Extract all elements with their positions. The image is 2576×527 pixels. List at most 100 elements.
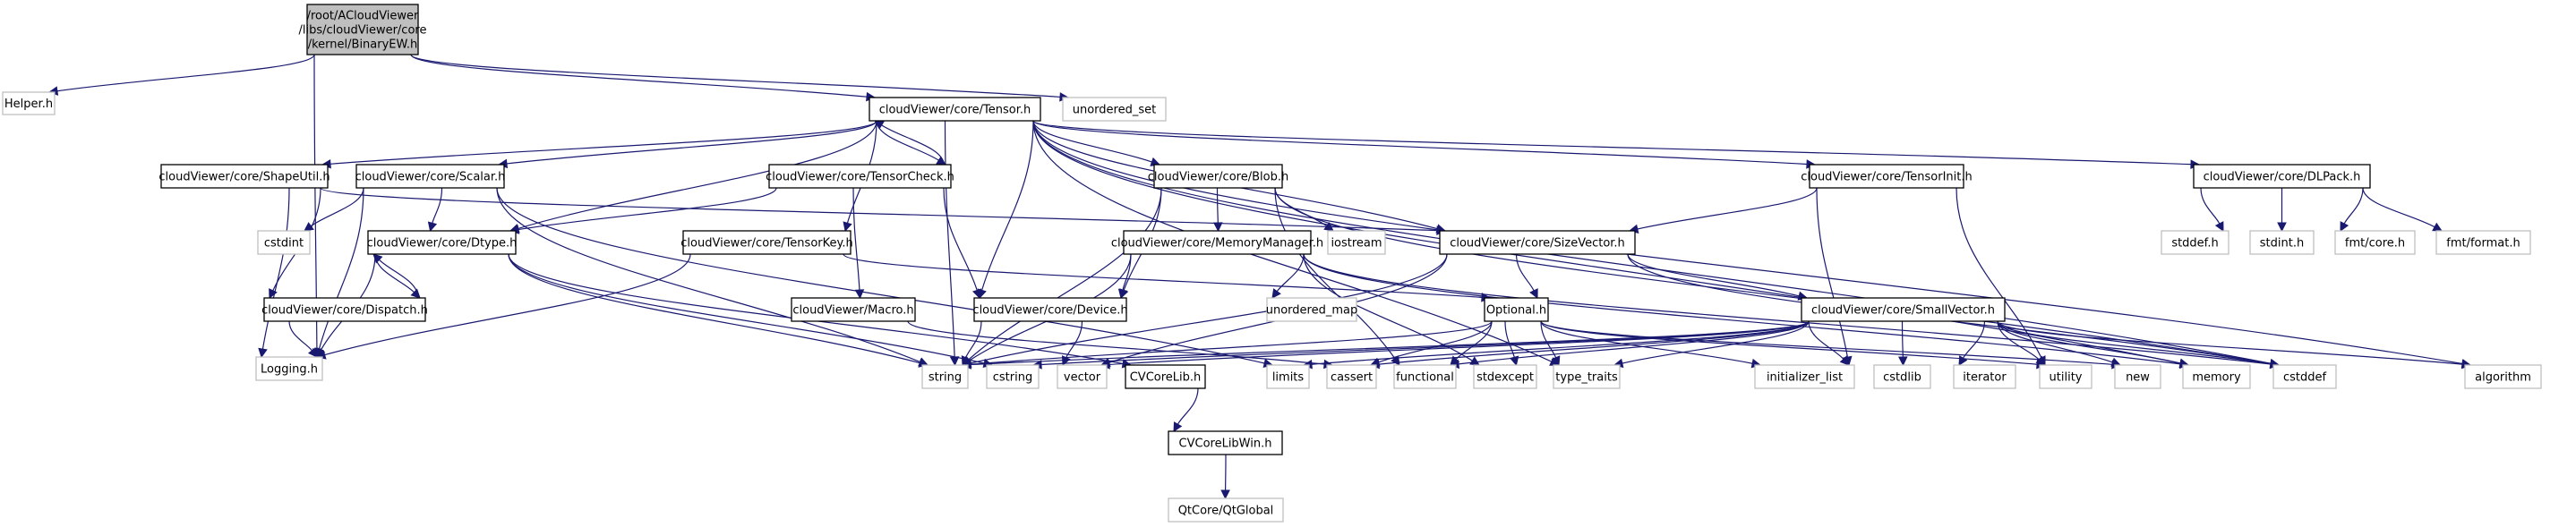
node-box-new xyxy=(2114,364,2161,389)
edge-memorymanager-to-device xyxy=(1122,253,1132,291)
node-memorymanager[interactable]: cloudViewer/core/MemoryManager.h xyxy=(1111,230,1323,255)
edge-tensorinit-to-sizevector xyxy=(1637,187,1818,230)
node-label-blob: cloudViewer/core/Blob.h xyxy=(1148,171,1288,184)
edge-smallvector-to-vector xyxy=(1108,320,1810,366)
node-box-scalar xyxy=(355,164,505,189)
node-label-memory: memory xyxy=(2192,371,2241,385)
edge-tensorkey-to-optional xyxy=(843,253,1483,298)
arrowhead-tensor-to-string xyxy=(949,356,960,367)
node-tensorcheck[interactable]: cloudViewer/core/TensorCheck.h xyxy=(766,164,954,189)
edge-smallvector-to-cstring xyxy=(1040,320,1810,366)
node-label-tensorkey: cloudViewer/core/TensorKey.h xyxy=(680,237,852,251)
edge-optional-to-string xyxy=(970,320,1493,365)
node-label-shapeutil: cloudViewer/core/ShapeUtil.h xyxy=(158,171,329,184)
node-label-cstdlib: cstdlib xyxy=(1883,371,1921,385)
node-box-cassert xyxy=(1326,364,1377,389)
node-box-memory xyxy=(2182,364,2251,389)
node-box-tensor xyxy=(869,97,1041,122)
node-cvcorelib[interactable]: CVCoreLib.h xyxy=(1125,364,1206,389)
node-box-optional xyxy=(1484,297,1549,322)
node-label-device: cloudViewer/core/Device.h xyxy=(972,304,1127,318)
edge-tensorcheck-to-dtype xyxy=(518,187,777,231)
node-shapeutil[interactable]: cloudViewer/core/ShapeUtil.h xyxy=(158,164,330,189)
node-blob[interactable]: cloudViewer/core/Blob.h xyxy=(1148,164,1288,189)
node-box-initializer_list xyxy=(1754,364,1855,389)
node-label-vector: vector xyxy=(1064,371,1101,385)
node-scalar[interactable]: cloudViewer/core/Scalar.h xyxy=(355,164,506,189)
node-tensorinit[interactable]: cloudViewer/core/TensorInit.h xyxy=(1801,164,1973,189)
node-smallvector[interactable]: cloudViewer/core/SmallVector.h xyxy=(1801,297,2006,322)
edge-tensorcheck-to-macro xyxy=(852,187,860,291)
edge-tensor-to-dlpack xyxy=(1032,120,2192,166)
node-label-functional: functional xyxy=(1396,371,1454,385)
node-macro[interactable]: cloudViewer/Macro.h xyxy=(791,297,916,322)
node-dispatch[interactable]: cloudViewer/core/Dispatch.h xyxy=(261,297,428,322)
edge-scalar-to-dtype xyxy=(432,187,443,224)
node-box-string xyxy=(921,364,969,389)
node-type_traits: type_traits xyxy=(1553,364,1621,389)
node-cvcorelibwin[interactable]: CVCoreLibWin.h xyxy=(1168,430,1283,455)
edge-dtype-to-cstring xyxy=(508,253,985,364)
node-label-dlpack: cloudViewer/core/DLPack.h xyxy=(2204,171,2361,184)
node-label-iostream: iostream xyxy=(1331,237,1382,251)
nodes-layer: /root/ACloudViewer/libs/cloudViewer/core… xyxy=(2,4,2542,523)
edge-optional-to-new xyxy=(1540,320,2113,365)
node-iterator: iterator xyxy=(1953,364,2016,389)
edge-smallvector-to-memory xyxy=(1997,320,2181,364)
node-box-logging xyxy=(255,356,323,381)
arrowhead-memorymanager-to-device xyxy=(1117,288,1128,300)
edge-smallvector-to-limits xyxy=(1311,320,1810,365)
node-box-stdexcept xyxy=(1473,364,1537,389)
node-label-iterator: iterator xyxy=(1963,371,2007,385)
node-limits: limits xyxy=(1266,364,1310,389)
node-functional: functional xyxy=(1393,364,1457,389)
node-tensorkey[interactable]: cloudViewer/core/TensorKey.h xyxy=(680,230,853,255)
node-box-limits xyxy=(1266,364,1310,389)
node-optional[interactable]: Optional.h xyxy=(1484,297,1549,322)
node-sizevector[interactable]: cloudViewer/core/SizeVector.h xyxy=(1439,230,1636,255)
edge-smallvector-to-utility xyxy=(1997,320,2040,361)
node-dlpack[interactable]: cloudViewer/core/DLPack.h xyxy=(2193,164,2371,189)
edge-shapeutil-to-logging xyxy=(261,187,290,350)
node-label-cvcorelibwin: CVCoreLibWin.h xyxy=(1179,438,1272,451)
node-box-stdint_h xyxy=(2249,230,2315,255)
node-fmt_core: fmt/core.h xyxy=(2334,230,2416,255)
arrowhead-device-to-string xyxy=(961,355,971,367)
node-box-type_traits xyxy=(1553,364,1621,389)
node-device[interactable]: cloudViewer/core/Device.h xyxy=(972,297,1128,322)
node-box-helper xyxy=(2,91,56,115)
node-label-type_traits: type_traits xyxy=(1555,371,1618,385)
edge-blob-to-functional xyxy=(1274,187,1396,359)
arrowhead-optional-to-type_traits xyxy=(1551,355,1561,367)
node-box-iterator xyxy=(1953,364,2016,389)
node-label-macro: cloudViewer/Macro.h xyxy=(792,304,913,318)
node-unordered_map: unordered_map xyxy=(1266,297,1358,322)
node-box-cstddef xyxy=(2272,364,2337,389)
edge-blob-to-string xyxy=(968,187,1162,361)
node-fmt_format: fmt/format.h xyxy=(2435,230,2531,255)
edge-tensorcheck-to-device xyxy=(943,187,978,291)
node-box-blob xyxy=(1153,164,1283,189)
edge-root-to-unordered_set xyxy=(410,54,1061,98)
node-dtype[interactable]: cloudViewer/core/Dtype.h xyxy=(367,230,518,255)
arrowhead-blob-to-iostream xyxy=(1323,222,1334,232)
node-algorithm: algorithm xyxy=(2464,364,2542,389)
edge-dlpack-to-fmt_core xyxy=(2343,187,2364,225)
node-root[interactable]: /root/ACloudViewer/libs/cloudViewer/core… xyxy=(299,4,427,55)
node-tensor[interactable]: cloudViewer/core/Tensor.h xyxy=(869,97,1041,122)
arrowhead-smallvector-to-utility xyxy=(2035,355,2046,366)
node-label-dtype: cloudViewer/core/Dtype.h xyxy=(367,237,518,251)
node-label-cstddef: cstddef xyxy=(2283,371,2327,385)
edge-tensor-to-device xyxy=(981,120,1034,291)
edge-blob-to-cstddef xyxy=(1274,187,2272,365)
node-box-sizevector xyxy=(1439,230,1636,255)
edge-smallvector-to-algorithm xyxy=(1997,320,2463,365)
node-box-cstring xyxy=(986,364,1040,389)
node-label-dispatch: cloudViewer/core/Dispatch.h xyxy=(261,304,428,318)
edge-smallvector-to-initializer_list xyxy=(1808,320,1844,360)
edge-optional-to-initializer_list xyxy=(1540,320,1753,364)
edge-cvcorelib-to-cvcorelibwin xyxy=(1177,387,1199,425)
node-label-unordered_map: unordered_map xyxy=(1266,304,1358,318)
edge-blob-to-memorymanager xyxy=(1216,187,1219,224)
node-box-dispatch xyxy=(263,297,426,322)
